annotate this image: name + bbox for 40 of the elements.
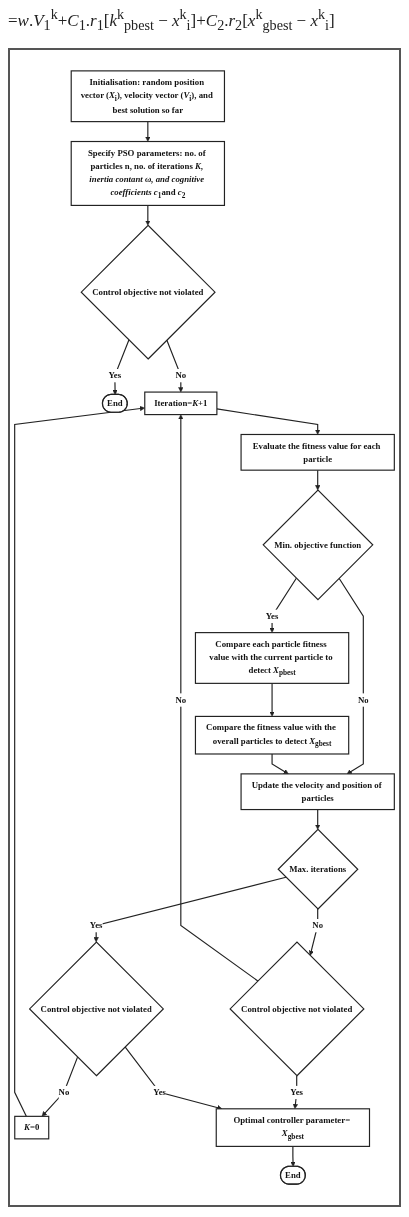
edge-label: No [58,1087,70,1097]
edge-label: Yes [265,611,279,621]
node-box [70,70,226,123]
arrow [271,753,289,775]
arrow [315,469,321,491]
arrow [145,121,151,142]
edge-label: Yes [290,1087,304,1097]
arrow [41,1056,79,1117]
node-box [240,433,395,471]
edge-label: No [312,920,324,931]
arrow [93,876,287,943]
arrow [178,414,259,982]
edge-label: No [175,695,187,705]
arrow [124,1046,223,1111]
arrow [14,406,145,1117]
node-diamond [229,941,365,1077]
node-box [70,140,226,207]
equation-text: =w.V$_{1}$$^{k}$+C$_{1}$.r$_{1}$[k$^{k}$$_{pbest}$ − x$^{k}$$_{i}$]+C$_{2}$.r$_{2}$[x$^{k}$$_{gbest}$ − x$^{k}$$_{i}$] [8,6,335,35]
node-diamond [28,941,165,1077]
node-box [240,773,395,811]
node-box [215,1108,371,1148]
arrow [216,408,321,435]
node-diamond [277,828,359,910]
node-box [144,391,218,416]
node-box [194,632,350,684]
arrow [290,1145,296,1167]
edge-label: No [175,370,187,381]
arrow [269,682,275,717]
edge-label: Yes [108,370,122,381]
arrow [145,204,151,226]
arrow [112,339,130,395]
node-diamond [262,489,374,601]
node-diamond [80,224,216,360]
edge-label: No [357,695,369,705]
arrow [315,809,321,830]
edge-label: Yes [89,920,103,931]
arrow [269,577,297,633]
arrow [338,577,364,775]
node-box [14,1115,50,1140]
node-box [194,715,350,755]
